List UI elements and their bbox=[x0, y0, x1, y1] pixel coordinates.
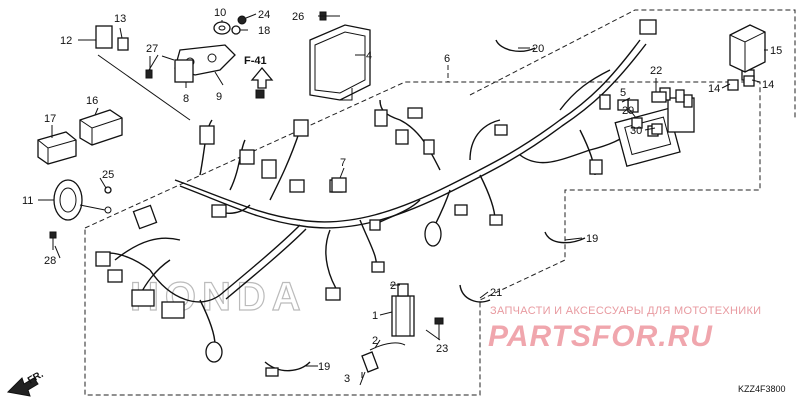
clip-21 bbox=[459, 284, 491, 303]
leader-lines bbox=[38, 13, 768, 378]
callout-18: 18 bbox=[258, 25, 270, 37]
harness-connectors bbox=[95, 107, 603, 363]
clip-19b-connector bbox=[265, 367, 279, 377]
terminal-5 bbox=[617, 99, 629, 111]
callout-1: 1 bbox=[372, 310, 378, 322]
callout-29: 29 bbox=[622, 105, 634, 117]
washer-25 bbox=[104, 186, 112, 194]
socket-12 bbox=[95, 25, 113, 49]
callout-9: 9 bbox=[216, 91, 222, 103]
callout-12: 12 bbox=[60, 35, 72, 47]
callout-4: 4 bbox=[366, 50, 372, 62]
connector-7 bbox=[331, 177, 347, 193]
clip-19a bbox=[544, 231, 586, 244]
connector-14a bbox=[727, 79, 739, 91]
callout-17: 17 bbox=[44, 113, 56, 125]
reference-f41 bbox=[250, 66, 274, 99]
callout-20: 20 bbox=[532, 43, 544, 55]
callout-25: 25 bbox=[102, 169, 114, 181]
callout-22: 22 bbox=[650, 65, 662, 77]
bolt-28 bbox=[49, 231, 57, 250]
callout-19a: 19 bbox=[586, 233, 598, 245]
ignition-coil-1 bbox=[391, 283, 415, 337]
callout-3: 3 bbox=[344, 373, 350, 385]
callout-15: 15 bbox=[770, 45, 782, 57]
callout-2a: 2 bbox=[390, 280, 396, 292]
front-direction-arrow bbox=[6, 377, 39, 397]
reference-label: F-41 bbox=[244, 55, 267, 67]
callout-8: 8 bbox=[183, 93, 189, 105]
grommet-10 bbox=[213, 21, 231, 35]
connector-22 bbox=[651, 91, 667, 103]
callout-26: 26 bbox=[292, 11, 304, 23]
callout-14b: 14 bbox=[762, 79, 774, 91]
washer-18 bbox=[231, 25, 241, 35]
harness-boundary bbox=[84, 81, 761, 396]
plug-cap-3 bbox=[359, 351, 379, 386]
terminal-30 bbox=[651, 123, 663, 135]
module-17 bbox=[37, 131, 77, 165]
diagram-code: KZZ4F3800 bbox=[738, 384, 786, 394]
background-logo: HONDA bbox=[130, 275, 307, 319]
callout-10: 10 bbox=[214, 7, 226, 19]
callout-5: 5 bbox=[620, 87, 626, 99]
connector-14b bbox=[743, 75, 755, 87]
callout-2b: 2 bbox=[372, 335, 378, 347]
fuse-13 bbox=[117, 37, 129, 51]
callout-7: 7 bbox=[340, 157, 346, 169]
callout-11: 11 bbox=[22, 195, 33, 207]
clip-20 bbox=[495, 39, 536, 52]
callout-14a: 14 bbox=[708, 83, 720, 95]
callout-13: 13 bbox=[114, 13, 126, 25]
callout-21: 21 bbox=[490, 287, 502, 299]
front-direction-label: FR. bbox=[26, 369, 46, 387]
callout-19b: 19 bbox=[318, 361, 330, 373]
module-16 bbox=[79, 109, 123, 146]
bolt-23 bbox=[434, 317, 444, 340]
horn-11 bbox=[53, 179, 112, 221]
callout-30: 30 bbox=[630, 125, 642, 137]
relay-group-boundary bbox=[469, 9, 796, 120]
plug-cap-lead bbox=[369, 342, 406, 351]
nut-24 bbox=[237, 15, 247, 25]
connector-8 bbox=[174, 59, 194, 83]
callout-27: 27 bbox=[146, 43, 158, 55]
callout-6: 6 bbox=[444, 53, 450, 65]
terminal-29 bbox=[631, 117, 643, 129]
control-unit-4 bbox=[309, 24, 371, 101]
callout-16: 16 bbox=[86, 95, 98, 107]
bolt-27 bbox=[145, 54, 159, 79]
callout-23: 23 bbox=[436, 343, 448, 355]
callout-24: 24 bbox=[258, 9, 270, 21]
callout-28: 28 bbox=[44, 255, 56, 267]
watermark-brand: PARTSFOR.RU bbox=[488, 320, 713, 353]
clip-19b bbox=[264, 361, 311, 372]
watermark-subtitle: ЗАПЧАСТИ И АКСЕССУАРЫ ДЛЯ МОТОТЕХНИКИ bbox=[490, 305, 761, 317]
relay-15 bbox=[729, 24, 766, 73]
